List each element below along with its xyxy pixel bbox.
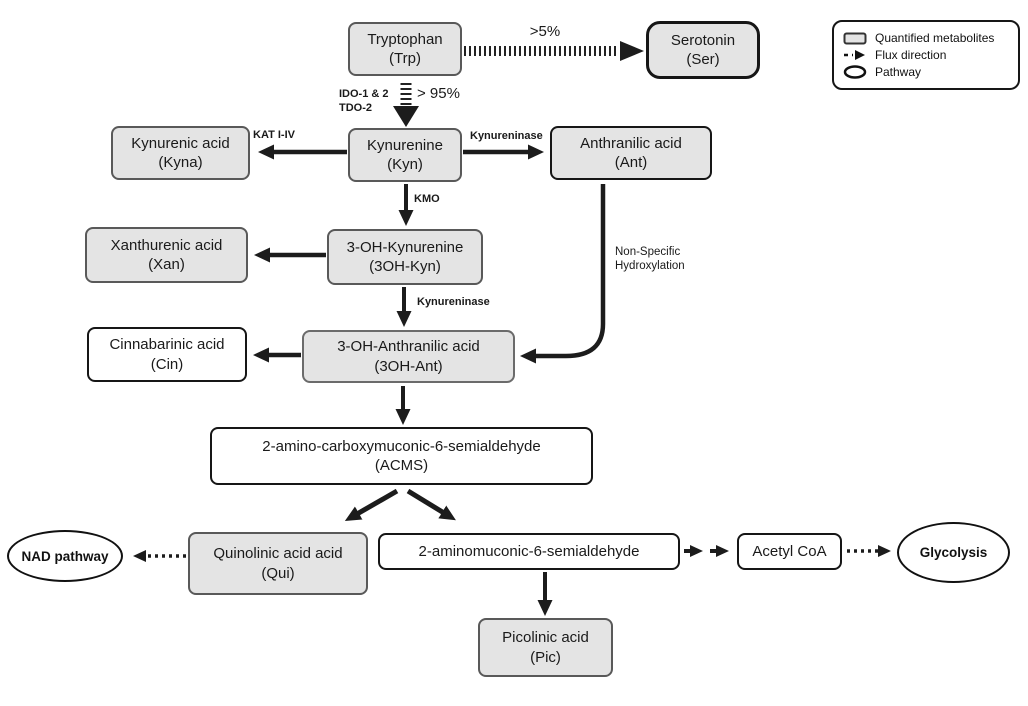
node-picolinic-name: Picolinic acid xyxy=(502,629,589,646)
legend-metabolites-label: Quantified metabolites xyxy=(875,31,995,45)
label-nonspecific-hydroxylation: Non-Specific Hydroxylation xyxy=(615,245,685,274)
node-3oh-kynurenine-name: 3-OH-Kynurenine xyxy=(346,238,464,256)
node-picolinic-acid: Picolinic acid (Pic) xyxy=(478,618,613,677)
node-serotonin-abbr: (Ser) xyxy=(686,51,720,68)
node-anthranilic-acid: Anthranilic acid (Ant) xyxy=(550,126,712,180)
node-quinolinic-abbr: (Qui) xyxy=(261,564,295,582)
node-kynurenine-name: Kynurenine xyxy=(367,136,443,154)
label-ido-line2: TDO-2 xyxy=(339,101,372,114)
node-acetyl-coa-name: Acetyl CoA xyxy=(752,542,827,560)
node-tryptophan-name: Tryptophan xyxy=(367,30,443,48)
arrow-acms-qui xyxy=(344,488,399,521)
arrow-trp-kyn-head xyxy=(393,106,419,127)
node-quinolinic-acid: Quinolinic acid acid (Qui) xyxy=(188,532,368,595)
node-2-aminomuconic-name: 2-aminomuconic-6-semialdehyde xyxy=(418,542,640,560)
label-flux-serotonin: >5% xyxy=(529,23,561,40)
label-enzyme-kynureninase-right: Kynureninase xyxy=(470,130,543,142)
node-2-aminomuconic: 2-aminomuconic-6-semialdehyde xyxy=(378,533,680,570)
label-ido-line1: IDO-1 & 2 xyxy=(339,88,389,100)
node-kynurenic-acid: Kynurenic acid (Kyna) xyxy=(111,126,250,180)
node-kynurenic-name: Kynurenic acid xyxy=(131,134,230,152)
label-enzyme-kat: KAT I-IV xyxy=(253,129,295,141)
node-kynurenine: Kynurenine (Kyn) xyxy=(348,128,462,182)
legend-row-pathway: Pathway xyxy=(842,65,1010,79)
node-serotonin: Serotonin (Ser) xyxy=(646,21,760,79)
node-3oh-anthranilic-name: 3-OH-Anthranilic acid xyxy=(337,338,480,355)
label-enzyme-ido-tdo: IDO-1 & 2 TDO-2 xyxy=(339,88,399,116)
node-acetyl-coa: Acetyl CoA xyxy=(737,533,842,570)
node-acms-abbr: (ACMS) xyxy=(374,457,429,474)
node-cinnabarinic-name: Cinnabarinic acid xyxy=(109,336,225,353)
node-xanthurenic-acid: Xanthurenic acid (Xan) xyxy=(85,227,248,283)
node-acms-name: 2-amino-carboxymuconic-6-semialdehyde xyxy=(262,437,541,455)
node-glycolysis-label: Glycolysis xyxy=(919,545,988,560)
legend-row-flux: Flux direction xyxy=(842,48,1010,62)
quantified-metabolite-icon xyxy=(842,32,868,45)
node-3oh-kynurenine: 3-OH-Kynurenine (3OH-Kyn) xyxy=(327,229,483,285)
node-quinolinic-name: Quinolinic acid acid xyxy=(213,545,343,562)
node-anthranilic-name: Anthranilic acid xyxy=(580,134,682,152)
node-serotonin-name: Serotonin xyxy=(670,31,736,49)
legend: Quantified metabolites Flux direction Pa… xyxy=(832,20,1020,90)
label-nonspecific-line2: Hydroxylation xyxy=(615,260,685,273)
node-cinnabarinic-acid: Cinnabarinic acid (Cin) xyxy=(87,327,247,382)
label-nonspecific-line1: Non-Specific xyxy=(615,246,681,258)
node-nad-pathway: NAD pathway xyxy=(7,530,123,582)
node-kynurenic-abbr: (Kyna) xyxy=(158,154,203,171)
arrow-trp-ser-head xyxy=(620,41,644,61)
label-flux-kynurenine: > 95% xyxy=(417,85,460,102)
flux-direction-icon xyxy=(842,50,868,60)
node-xanthurenic-name: Xanthurenic acid xyxy=(110,236,223,254)
node-anthranilic-abbr: (Ant) xyxy=(614,154,648,171)
node-glycolysis: Glycolysis xyxy=(897,522,1010,583)
node-tryptophan: Tryptophan (Trp) xyxy=(348,22,462,76)
legend-pathway-label: Pathway xyxy=(875,65,922,79)
node-picolinic-abbr: (Pic) xyxy=(530,648,561,666)
node-acms: 2-amino-carboxymuconic-6-semialdehyde (A… xyxy=(210,427,593,485)
arrow-ant-3ohant xyxy=(520,184,606,364)
node-3oh-kynurenine-abbr: (3OH-Kyn) xyxy=(369,258,441,275)
pathway-icon xyxy=(842,65,868,79)
label-enzyme-kmo: KMO xyxy=(414,193,440,205)
legend-flux-label: Flux direction xyxy=(875,48,947,62)
node-xanthurenic-abbr: (Xan) xyxy=(148,256,185,273)
legend-row-metabolites: Quantified metabolites xyxy=(842,31,1010,45)
node-kynurenine-abbr: (Kyn) xyxy=(387,156,423,173)
node-cinnabarinic-abbr: (Cin) xyxy=(150,355,184,373)
node-3oh-anthranilic-acid: 3-OH-Anthranilic acid (3OH-Ant) xyxy=(302,330,515,383)
node-tryptophan-abbr: (Trp) xyxy=(389,50,421,67)
node-nad-pathway-label: NAD pathway xyxy=(21,548,109,564)
arrow-acms-aminomuconic xyxy=(406,488,456,521)
label-enzyme-kynureninase-down: Kynureninase xyxy=(417,296,490,308)
node-3oh-anthranilic-abbr: (3OH-Ant) xyxy=(374,357,443,375)
